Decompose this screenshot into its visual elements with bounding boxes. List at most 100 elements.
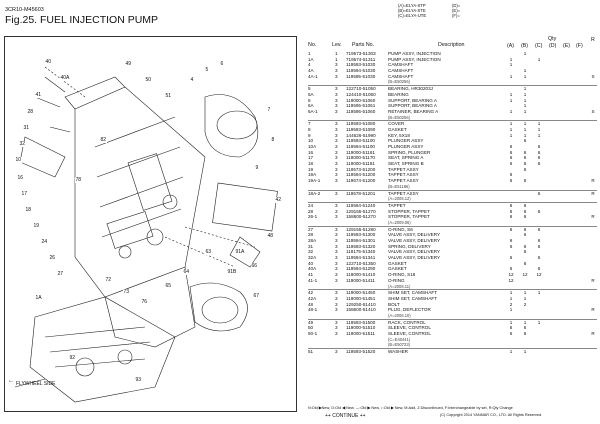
cell-c: 1 [537, 126, 541, 132]
cell-pn: 119000-51510 [346, 325, 376, 331]
cell-b: 6 [523, 232, 527, 238]
cell-a: 1 [509, 56, 513, 62]
part-callout: 91B [227, 269, 237, 275]
part-callout: 17 [21, 191, 28, 197]
cell-b: 6 [523, 331, 527, 336]
cell-desc: STOPPER, TAPPET [388, 214, 430, 220]
cell-desc: CAMSHAFT [388, 68, 414, 74]
cell-no: 5A [308, 91, 314, 97]
part-callout: 65 [165, 283, 172, 289]
cell-pn: 119594-51240 [346, 202, 376, 208]
cell-lev: 3 [335, 331, 338, 336]
cell-desc: VALVE ASSY, DELIVERY [388, 238, 441, 243]
part-callout: 26 [49, 255, 56, 261]
cell-desc: RACK, CONTROL [388, 319, 426, 325]
cell-pn: 119000-51410 [346, 272, 376, 278]
cell-lev: 3 [335, 226, 338, 232]
cell-r: R [591, 190, 595, 196]
cell-pn: 119000-51450 [346, 290, 376, 296]
cell-desc: TAPPET ASSY [388, 172, 419, 178]
cell-desc: O-RING, S18 [388, 272, 416, 278]
cell-a: 6 [509, 208, 513, 214]
cell-pn: 719573-51303 [346, 51, 376, 56]
cell-lev: 3 [335, 121, 338, 127]
cell-c: 1 [537, 121, 541, 127]
cell-b: 6 [523, 243, 527, 249]
col-a: (A) [507, 43, 515, 49]
cell-b: 6 [523, 226, 527, 232]
document-code: 3CR10-M45603 [5, 7, 44, 13]
cell-b: 1 [523, 290, 527, 296]
cell-no: 42 [308, 290, 314, 296]
pump-drawing [14, 66, 278, 403]
cell-pn: 119593-51300 [346, 232, 376, 238]
cell-pn: 119594-51030 [346, 68, 376, 74]
cell-c: 1 [537, 132, 541, 138]
cell-lev: 3 [335, 214, 338, 220]
cell-lev: 3 [335, 126, 338, 132]
serial-note-row: (B=E51186) [308, 184, 597, 190]
cell-pn: 119595-51030 [346, 73, 376, 79]
cell-c: 1 [537, 56, 541, 62]
col-d: (D) [549, 43, 557, 49]
part-callout: 40 [45, 59, 52, 65]
cell-no: 8 [308, 126, 311, 132]
cell-b: 1 [523, 97, 527, 103]
cell-no: 6 [308, 97, 311, 103]
cell-a: 6 [509, 144, 513, 149]
part-callout: 93 [135, 377, 142, 383]
legend-line: (F)= [452, 13, 460, 19]
model-legend: (A)=ELYA-STP (B)=ELYA-STE (C)=ELYA-UTE [398, 3, 426, 19]
cell-b: 1 [523, 108, 527, 114]
cell-b: 1 [523, 51, 527, 56]
cell-pn: 119674-51200 [346, 178, 376, 184]
part-callout: 82 [100, 137, 107, 143]
cell-lev: 3 [335, 149, 338, 155]
col-b: (B) [521, 43, 529, 49]
table-header: No. Lev. Parts No. Description Qty (A) (… [308, 36, 597, 51]
cell-no: 18 [308, 161, 314, 167]
cell-a: 6 [509, 214, 513, 220]
cell-no: 26-1 [308, 214, 318, 220]
cell-no: 4A [308, 68, 314, 74]
cell-desc: SUPPORT, BEARING A [388, 97, 437, 103]
cell-a: 2 [509, 301, 513, 307]
cell-pn: 119595-51061 [346, 103, 376, 109]
cell-c: 6 [537, 155, 541, 161]
cell-a: 6 [509, 325, 513, 331]
cell-a: 6 [509, 172, 513, 178]
cell-no: 16 [308, 149, 314, 155]
cell-a: 6 [509, 243, 513, 249]
cell-a: 1 [509, 349, 513, 355]
cell-pn: 119175-51340 [346, 249, 376, 255]
cell-no: 51 [308, 349, 314, 355]
part-callout: 18 [25, 207, 32, 213]
cell-pn: 119594-51301 [346, 238, 376, 243]
serial-note-row: (B=E50723) [308, 342, 597, 348]
cell-r: R [591, 277, 595, 283]
cell-pn: 119593-51030 [346, 62, 376, 68]
cell-lev: 3 [335, 190, 338, 196]
cell-no: 4 [308, 62, 311, 68]
cell-no: 48-1 [308, 307, 318, 313]
part-callout: 42 [275, 197, 282, 203]
serial-note-row: (A=2008.11) [308, 284, 597, 290]
cell-desc: PLUNGER ASSY [388, 144, 424, 149]
continue-label: ++ CONTINUE ++ [325, 413, 366, 419]
cell-no: 40 [308, 260, 314, 266]
cell-no: 4A-1 [308, 73, 318, 79]
cell-no: 1 [308, 51, 311, 56]
cell-no: 28 [308, 232, 314, 238]
cell-b: 6 [523, 178, 527, 184]
serial-note-row: (A=2005.12) [308, 196, 597, 202]
